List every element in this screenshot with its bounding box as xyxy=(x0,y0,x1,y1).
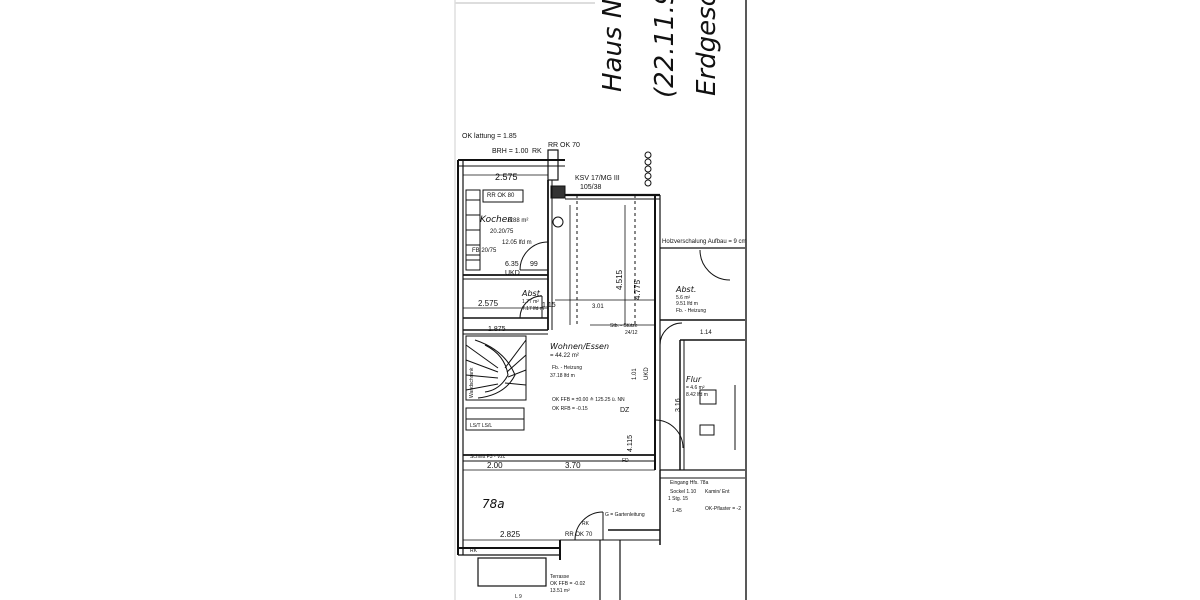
room-wohnen-detail: 37.18 lfd m xyxy=(550,373,575,379)
room-kochen-name: Kochen xyxy=(480,215,513,225)
label-1875: 1.875 xyxy=(488,326,506,333)
label-kamin: Kamin/ Ent xyxy=(705,489,730,495)
flur-fixtures xyxy=(699,385,736,450)
label-2412: 24/12 xyxy=(625,330,638,336)
room-terrasse-ok: OK FFB = -0.02 xyxy=(550,581,585,587)
label-fd: FD xyxy=(622,458,629,464)
wardrobe xyxy=(465,407,525,431)
label-ksv: KSV 17/MG III xyxy=(575,175,620,182)
dimension-lines xyxy=(463,174,655,541)
label-brh: BRH = 1.00 xyxy=(492,148,528,155)
label-rr-ok-bottom: RR OK 70 xyxy=(565,532,593,538)
label-stg: 1 Stg. 15 xyxy=(668,496,688,502)
label-rk-left: RK xyxy=(470,548,478,554)
title-block: Haus Nr. (22.11.91) Erdgesch xyxy=(580,0,750,110)
room-wohnen-heating: Fb. - Heizung xyxy=(552,365,582,371)
room-abst-small-detail: 7.17 lfd m xyxy=(522,306,544,312)
label-rr-ok-kitchen: RR OK 80 xyxy=(487,193,515,199)
label-schrank: Wandschrank xyxy=(469,367,475,398)
chimney-marks xyxy=(644,151,652,187)
label-301: 3.01 xyxy=(592,304,604,310)
room-wohnen-ok-ffb: OK FFB = ±0.00 ≙ 125.25 ü. NN xyxy=(552,396,625,403)
room-kochen-detail: 20.20/75 xyxy=(490,229,514,235)
room-abst-right-note: Fb. - Heizung xyxy=(676,308,706,314)
plan-labels: OK lattung = 1.85 BRH = 1.00 RK RR OK 70… xyxy=(462,133,747,600)
label-101: 1.01 xyxy=(632,368,638,380)
room-abst-right-area: 5.6 m² xyxy=(676,295,691,301)
doors xyxy=(519,249,731,541)
label-rr-ok-top: RR OK 70 xyxy=(548,142,580,149)
room-wohnen-ok-rfb: OK RFB = -0.15 xyxy=(552,406,588,412)
label-4115: 4.115 xyxy=(627,435,634,452)
staircase xyxy=(465,335,527,401)
label-114: 1.14 xyxy=(700,330,712,336)
kitchen-fixtures xyxy=(465,189,564,271)
label-rk-top: RK xyxy=(532,148,542,155)
room-kochen-area: 8.88 m² xyxy=(508,218,528,224)
label-316: 3.16 xyxy=(675,398,682,412)
interior-walls xyxy=(463,180,745,600)
label-eingang2: Sockel 1.10 xyxy=(670,489,696,495)
title-line-2: (22.11.91) xyxy=(650,0,680,98)
room-terrasse-area: 13.51 m² xyxy=(550,588,570,594)
outer-walls xyxy=(457,149,661,560)
room-wohnen-area: = 44.22 m² xyxy=(550,353,579,359)
label-schrank2: LS/T LS/L xyxy=(470,423,492,429)
label-200: 2.00 xyxy=(487,461,503,470)
title-line-3: Erdgesch xyxy=(692,0,722,96)
label-4515: 4.515 xyxy=(615,269,624,290)
label-schnitt: Schnitt F3 - Vzc xyxy=(470,454,506,460)
label-ok-pflaster: OK-Pflaster = -2 xyxy=(705,506,741,512)
room-terrasse-name: Terrasse xyxy=(550,574,569,580)
label-ok-lattung: OK lattung = 1.85 xyxy=(462,133,517,140)
room-flur-area: = 4.6 m² xyxy=(686,385,705,391)
label-99: 99 xyxy=(530,261,538,268)
label-370: 3.70 xyxy=(565,461,581,470)
label-2825: 2.825 xyxy=(500,530,521,539)
room-kochen-detail2: 12.05 lfd m xyxy=(502,240,532,246)
room-abst-right-detail: 9.51 lfd m xyxy=(676,301,698,307)
label-eingang: Eingang Hfs. 78a xyxy=(670,480,709,486)
label-rk-bottom: RK xyxy=(582,521,590,527)
label-fb-2075: FB 20/75 xyxy=(472,248,497,254)
room-wohnen-name: Wohnen/Essen xyxy=(550,342,609,351)
label-stb-stuetze: Stb. - Stütze xyxy=(610,323,638,329)
label-gartenleitung: G = Gartenleitung xyxy=(605,512,645,518)
label-115: 1.15 xyxy=(542,302,556,309)
room-abst-small-area: 1.77 m² xyxy=(522,299,539,305)
room-flur-name: Flur xyxy=(686,375,702,384)
label-4775: 4.775 xyxy=(633,279,642,300)
label-2575-mid: 2.575 xyxy=(478,299,499,308)
label-635: 6.35 xyxy=(505,261,519,268)
label-ukd2: UKD xyxy=(644,367,650,380)
label-2575-top: 2.575 xyxy=(495,172,518,182)
label-ukd: UKD xyxy=(505,270,520,277)
label-holz: Holzverschalung Aufbau = 9 cm xyxy=(662,239,747,245)
room-abst-small-name: Abst. xyxy=(521,289,542,298)
label-unit-78a: 78a xyxy=(482,497,505,511)
room-abst-right-name: Abst. xyxy=(675,285,696,294)
title-line-1: Haus Nr. xyxy=(598,0,628,92)
label-dz: DZ xyxy=(620,407,630,414)
label-145: 1.45 xyxy=(672,508,682,514)
label-ksv2: 105/38 xyxy=(580,184,602,191)
label-bottom-code: L 9 xyxy=(515,594,522,600)
room-flur-detail: 8.42 lfd m xyxy=(686,392,708,398)
